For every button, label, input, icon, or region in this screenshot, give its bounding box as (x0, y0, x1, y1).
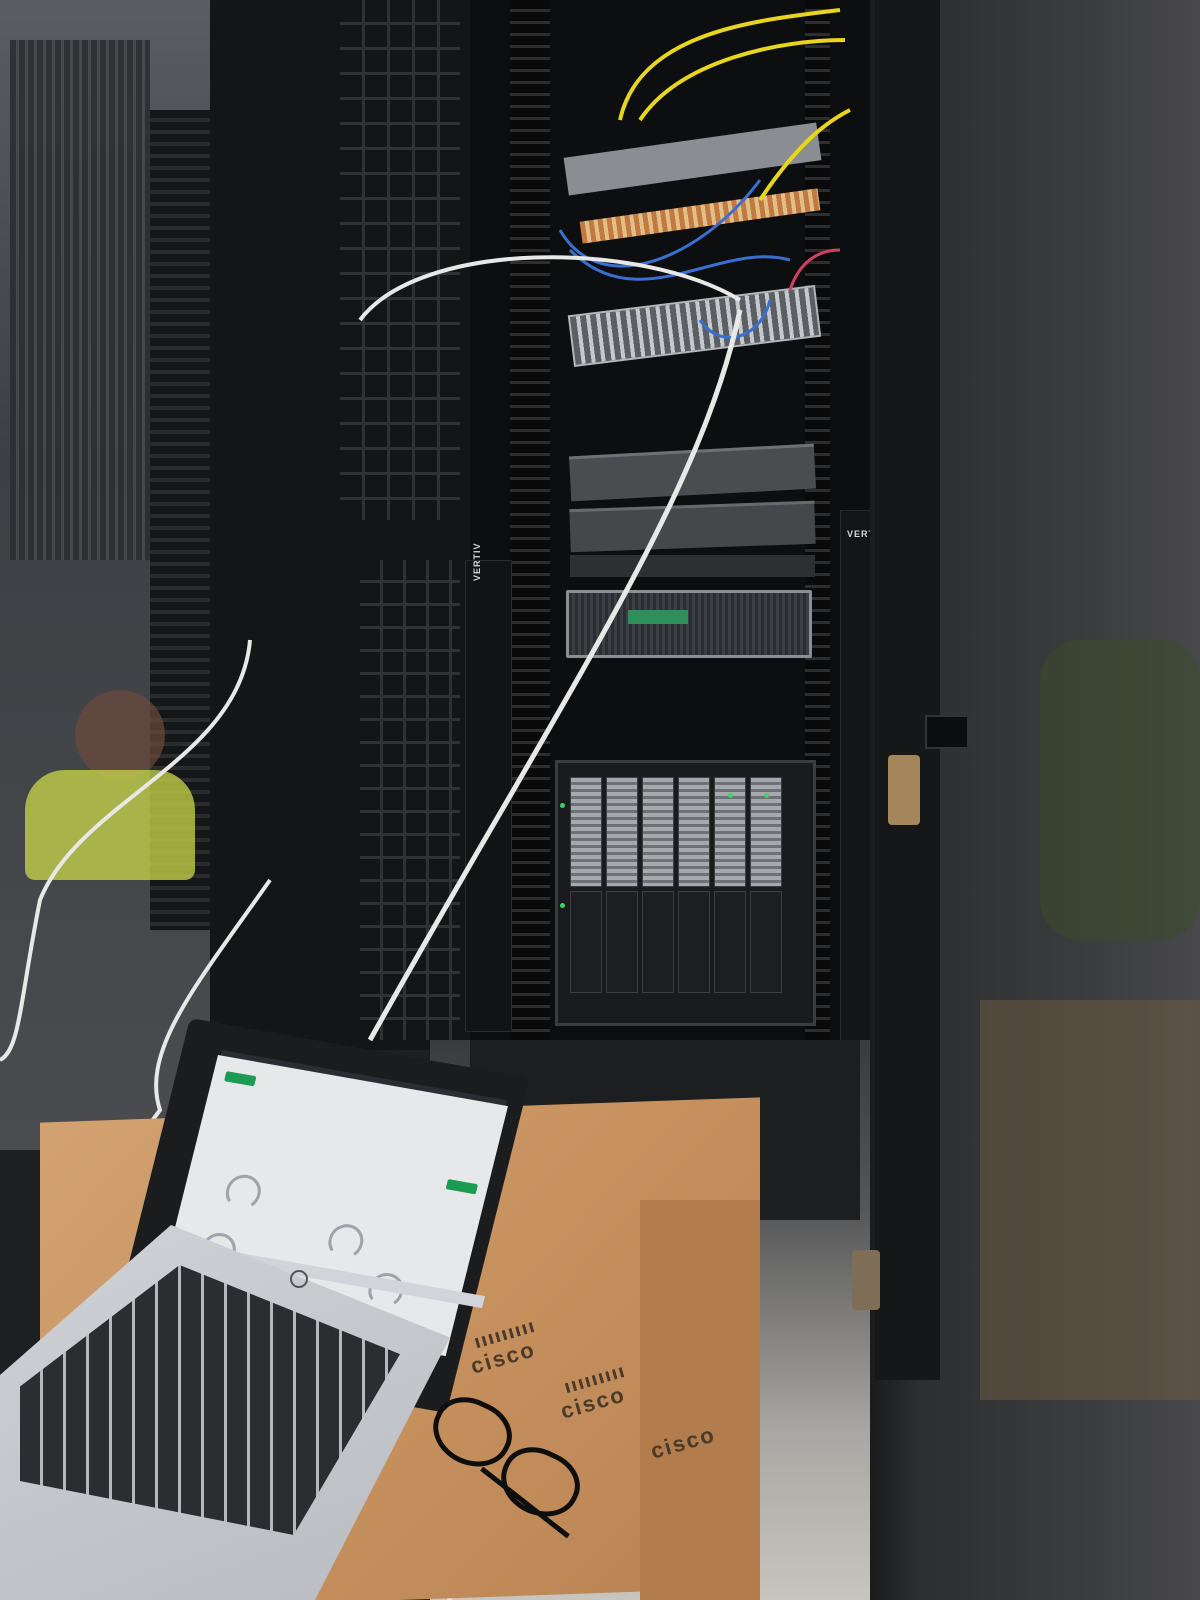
door-mesh-lower (360, 560, 460, 1040)
blank-panel (570, 555, 815, 577)
blade-server (678, 777, 710, 887)
ethernet-cable-blue (698, 299, 772, 339)
pdu-brand-label-right: VERTIV (847, 529, 886, 539)
right-door-frame (875, 0, 940, 1380)
rack-rail-left (510, 0, 550, 1040)
blade-slot (642, 891, 674, 993)
rack-server (566, 590, 812, 658)
green-button (224, 1071, 257, 1087)
status-led (560, 803, 565, 808)
door-hinge (888, 755, 920, 825)
carton-side (640, 1200, 760, 1600)
reflected-worker-head (75, 690, 165, 780)
status-led (560, 903, 565, 908)
door-mesh-upper (340, 0, 460, 520)
blade-slot (570, 891, 602, 993)
blade-slot (606, 891, 638, 993)
fiber-cable (758, 108, 851, 202)
door-latch (925, 715, 969, 749)
status-led (764, 793, 769, 798)
gauge-icon (222, 1172, 265, 1213)
reflected-rack (10, 40, 150, 560)
reflected-worker-vest (25, 770, 195, 880)
reflected-carton (980, 1000, 1200, 1400)
fiber-cable (618, 8, 841, 121)
reflected-worker (1040, 640, 1200, 940)
patch-cable-red (788, 248, 841, 291)
status-led (728, 793, 733, 798)
gauge-icon (324, 1221, 368, 1262)
console-cable-loop (358, 255, 742, 322)
green-button (445, 1179, 479, 1195)
hp-logo-icon (290, 1270, 308, 1288)
door-hinge (852, 1250, 880, 1310)
blade-server (606, 777, 638, 887)
blade-server (642, 777, 674, 887)
blade-server (570, 777, 602, 887)
blade-slot (714, 891, 746, 993)
fiber-cable (638, 38, 846, 122)
blade-slot (750, 891, 782, 993)
server-status-badge (628, 610, 688, 624)
ethernet-cable-blue (558, 179, 762, 268)
white-cable (0, 639, 252, 1062)
blade-slot (678, 891, 710, 993)
console-cable (367, 309, 743, 1042)
blade-chassis (555, 760, 816, 1026)
